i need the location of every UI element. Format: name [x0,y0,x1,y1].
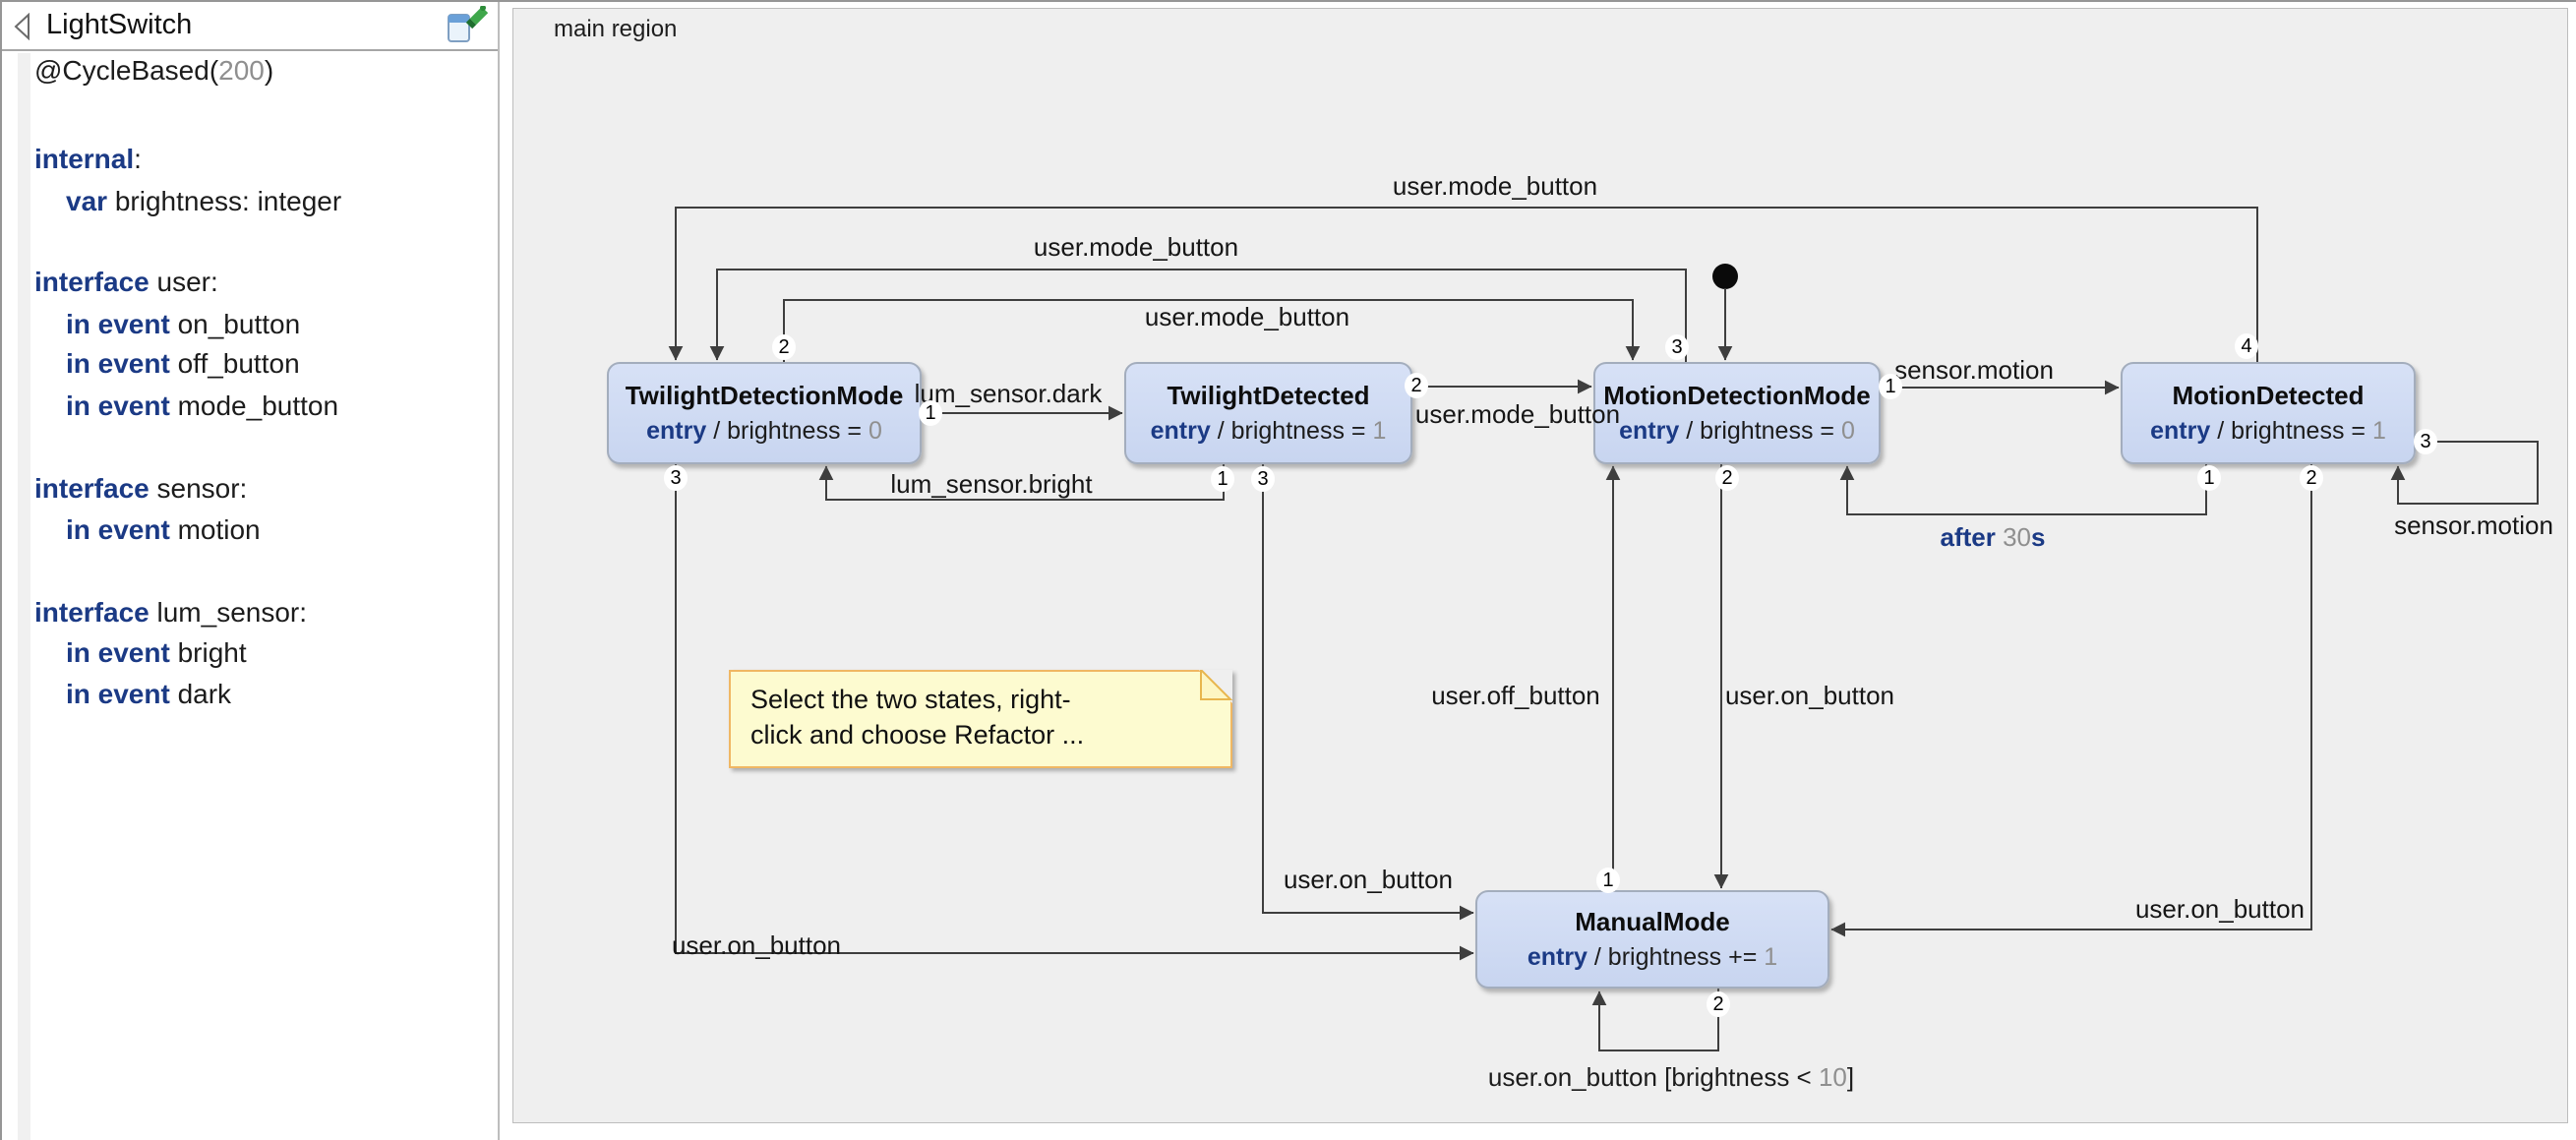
state-entry-action: entry / brightness = 0 [1619,417,1855,445]
sticky-note[interactable]: Select the two states, right-click and c… [729,667,1233,768]
transition-label[interactable]: user.on_button [1724,681,1895,710]
state-name: TwilightDetectionMode [625,381,904,410]
state-name: ManualMode [1575,907,1730,936]
region-label[interactable]: main region [554,16,678,42]
definition-panel: LightSwitch @CycleBased(200) internal: v… [0,0,498,1140]
editor-gutter [18,53,30,1140]
transition-label[interactable]: user.mode_button [1414,399,1621,429]
state-name: MotionDetected [2172,381,2365,410]
transition-priority-badge: 3 [1665,334,1689,360]
code-line-event-mode-button: in event mode_button [66,390,339,421]
code-line-event-motion: in event motion [66,514,261,545]
code-line-interface-user: interface user: [34,267,218,297]
transition-priority-badge: 2 [2300,465,2323,491]
sticky-note-fold-icon [1199,667,1233,708]
transition-priority-badge: 1 [1211,466,1234,492]
state-entry-action: entry / brightness += 1 [1527,943,1778,971]
transition-priority-badge: 2 [772,334,796,360]
panel-separator[interactable] [498,0,500,1140]
definition-panel-header: LightSwitch [0,0,498,51]
transition-label[interactable]: sensor.motion [1894,355,2054,385]
statechart-definition-editor[interactable]: @CycleBased(200) internal: var brightnes… [0,51,498,1140]
state-name: TwilightDetected [1167,381,1370,410]
code-line-annotation: @CycleBased(200) [34,55,274,86]
state-entry-action: entry / brightness = 1 [1150,417,1387,445]
edit-definition-icon[interactable] [444,5,489,50]
transition-priority-badge: 2 [1405,373,1428,398]
state-motion-detection-mode[interactable]: MotionDetectionMode entry / brightness =… [1593,362,1881,464]
transition-label[interactable]: user.on_button [671,930,842,960]
transition-priority-badge: 4 [2235,333,2258,359]
sticky-note-text: Select the two states, right-click and c… [750,685,1085,750]
transition-priority-badge: 2 [1715,465,1739,491]
code-line-internal: internal: [34,144,142,174]
code-line-interface-lum-sensor: interface lum_sensor: [34,597,308,628]
transition-label[interactable]: user.off_button [1431,681,1600,710]
transition-label[interactable]: lum_sensor.dark [914,379,1103,408]
statechart-title: LightSwitch [46,9,193,40]
transition-priority-badge: 3 [2414,429,2437,454]
transition-label[interactable]: lum_sensor.bright [890,469,1093,499]
transition-label-after[interactable]: after 30s [1940,522,2046,552]
transition-label[interactable]: user.mode_button [1033,232,1239,262]
collapse-panel-icon[interactable] [13,12,32,45]
transition-priority-badge: 1 [1879,374,1902,399]
code-line-event-dark: in event dark [66,679,232,709]
transition-priority-badge: 2 [1707,991,1730,1017]
transition-label[interactable]: sensor.motion [2394,510,2553,540]
transition-label-guarded[interactable]: user.on_button [brightness < 10] [1487,1062,1855,1092]
state-entry-action: entry / brightness = 1 [2150,417,2386,445]
transition-priority-badge: 1 [919,400,942,426]
state-motion-detected[interactable]: MotionDetected entry / brightness = 1 [2121,362,2416,464]
code-line-var-brightness: var brightness: integer [66,186,342,216]
transition-priority-badge: 1 [1596,868,1620,893]
transition-priority-badge: 3 [664,465,688,491]
state-twilight-detected[interactable]: TwilightDetected entry / brightness = 1 [1124,362,1412,464]
state-name: MotionDetectionMode [1603,381,1871,410]
code-line-interface-sensor: interface sensor: [34,473,248,504]
state-manual-mode[interactable]: ManualMode entry / brightness += 1 [1475,890,1829,989]
transition-priority-badge: 3 [1251,466,1275,492]
transition-label[interactable]: user.on_button [2134,894,2306,924]
code-line-event-on-button: in event on_button [66,309,301,339]
transition-label[interactable]: user.on_button [1283,865,1454,894]
code-line-event-off-button: in event off_button [66,348,300,379]
state-entry-action: entry / brightness = 0 [646,417,882,445]
transition-label[interactable]: user.mode_button [1144,302,1350,331]
transition-label[interactable]: user.mode_button [1392,171,1598,201]
state-twilight-detection-mode[interactable]: TwilightDetectionMode entry / brightness… [607,362,922,464]
code-line-event-bright: in event bright [66,637,247,668]
transition-priority-badge: 1 [2197,465,2221,491]
